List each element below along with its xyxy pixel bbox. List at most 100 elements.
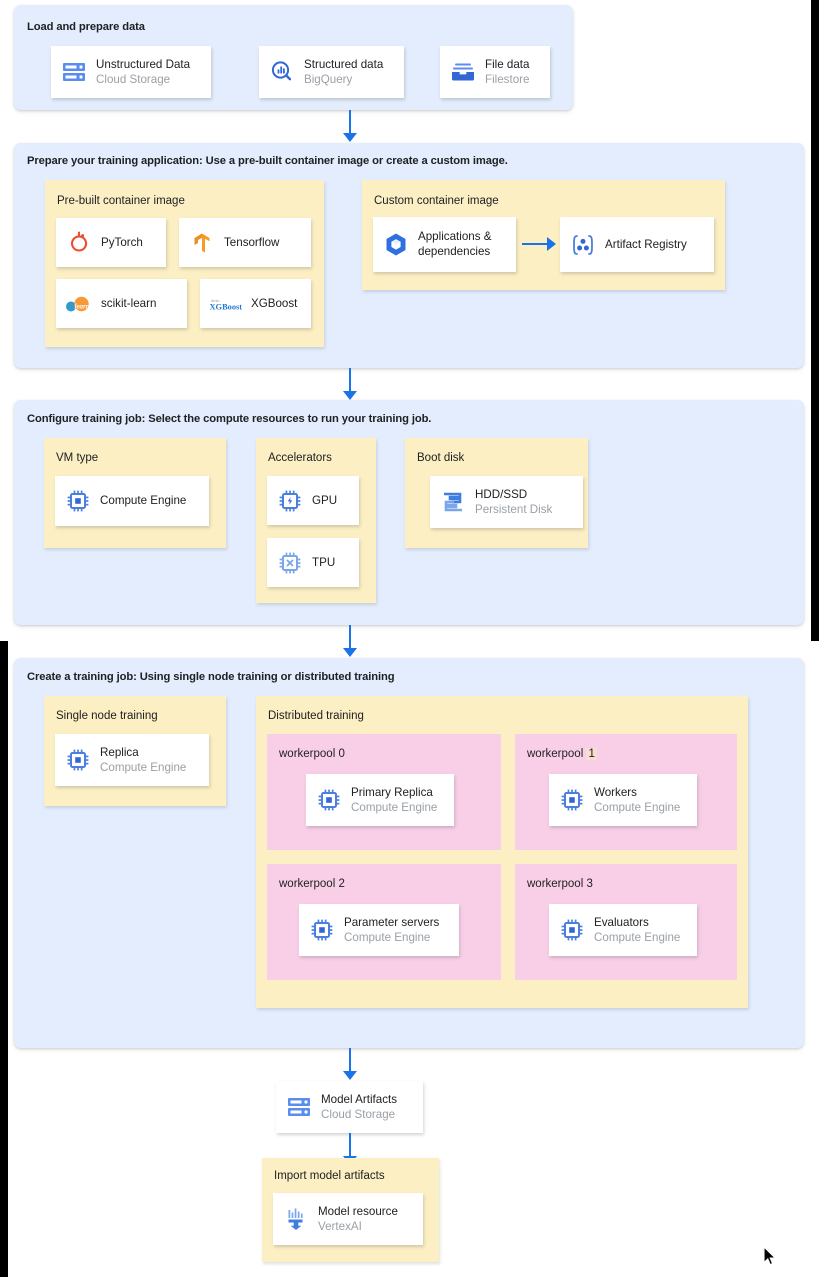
card-text: Model Artifacts Cloud Storage xyxy=(316,1093,401,1122)
cpu-chip-icon xyxy=(61,476,95,526)
pool-label-index: 2 xyxy=(338,878,345,890)
card-text: Primary Replica Compute Engine xyxy=(346,786,441,815)
card-title: Model resource xyxy=(318,1204,398,1218)
xgboost-icon: dmlc XGBoost xyxy=(206,279,246,328)
cpu-chip-icon xyxy=(61,734,95,786)
cpu-chip-icon xyxy=(305,904,339,956)
card-text: PyTorch xyxy=(96,236,147,250)
card-structured-data[interactable]: Structured data BigQuery xyxy=(259,46,404,98)
card-model-artifacts[interactable]: Model Artifacts Cloud Storage xyxy=(276,1081,423,1133)
card-text: Unstructured Data Cloud Storage xyxy=(91,58,194,87)
pool-workerpool-1: workerpool 1 xyxy=(515,734,737,850)
card-subtitle: Compute Engine xyxy=(594,930,681,944)
card-parameter-servers[interactable]: Parameter servers Compute Engine xyxy=(299,904,471,968)
card-evaluators[interactable]: Evaluators Compute Engine xyxy=(549,904,709,968)
group-title-boot-disk: Boot disk xyxy=(417,452,465,464)
card-title: Replica xyxy=(100,745,139,759)
card-text: Structured data BigQuery xyxy=(299,58,387,87)
stage-title-load: Load and prepare data xyxy=(27,21,145,33)
cloud-storage-icon xyxy=(282,1081,316,1133)
pytorch-icon xyxy=(62,218,96,267)
card-title: File data xyxy=(485,57,530,71)
card-pytorch[interactable]: PyTorch xyxy=(56,218,166,267)
card-subtitle: Compute Engine xyxy=(594,800,681,814)
vertex-ai-icon xyxy=(279,1193,313,1245)
cpu-chip-icon xyxy=(555,774,589,826)
svg-text:learn: learn xyxy=(75,302,90,310)
card-unstructured-data[interactable]: Unstructured Data Cloud Storage xyxy=(51,46,211,98)
card-subtitle: Persistent Disk xyxy=(475,502,553,516)
card-text: TPU xyxy=(307,556,339,570)
pool-label-prefix: workerpool xyxy=(527,748,584,760)
card-applications-dependencies[interactable]: Applications & dependencies xyxy=(373,217,516,272)
group-import-model-artifacts: Import model artifacts Model resource Ve… xyxy=(262,1158,439,1262)
card-artifact-registry[interactable]: Artifact Registry xyxy=(560,217,714,272)
card-title: Parameter servers xyxy=(344,915,440,929)
group-title-single-node: Single node training xyxy=(56,710,158,722)
card-replica[interactable]: Replica Compute Engine xyxy=(55,734,209,786)
card-title: Applications & dependencies xyxy=(418,230,492,258)
cpu-chip-icon xyxy=(312,774,346,826)
card-title: Evaluators xyxy=(594,915,649,929)
card-text: Tensorflow xyxy=(219,236,283,250)
card-title: XGBoost xyxy=(251,296,298,310)
tpu-chip-icon xyxy=(273,538,307,587)
card-text: Model resource VertexAI xyxy=(313,1205,402,1234)
card-text: File data Filestore xyxy=(480,58,533,87)
card-subtitle: BigQuery xyxy=(304,72,353,86)
arrow-configure-to-create xyxy=(342,625,358,658)
card-title: Model Artifacts xyxy=(321,1092,398,1106)
pool-title-workerpool-2: workerpool 2 xyxy=(279,878,345,890)
card-title: Structured data xyxy=(304,57,384,71)
artifact-registry-icon xyxy=(566,217,600,272)
pool-workerpool-3: workerpool 3 xyxy=(515,864,737,980)
group-boot-disk: Boot disk HDD/SSD Persistent Disk xyxy=(405,438,588,548)
card-text: Workers Compute Engine xyxy=(589,786,684,815)
card-subtitle: Compute Engine xyxy=(100,760,187,774)
card-title: Workers xyxy=(594,785,637,799)
svg-text:dmlc: dmlc xyxy=(211,298,219,303)
card-title: Tensorflow xyxy=(224,235,280,249)
stage-title-prepare: Prepare your training application: Use a… xyxy=(27,155,508,167)
cpu-chip-icon xyxy=(555,904,589,956)
card-title: Primary Replica xyxy=(351,785,433,799)
card-gpu[interactable]: GPU xyxy=(267,476,359,525)
mouse-pointer-icon xyxy=(763,1246,779,1268)
card-title: HDD/SSD xyxy=(475,487,528,501)
card-hdd-ssd[interactable]: HDD/SSD Persistent Disk xyxy=(430,476,583,528)
pool-title-workerpool-0: workerpool 0 xyxy=(279,748,345,760)
stage-load-and-prepare-data: Load and prepare data Unstructured Data … xyxy=(14,5,573,110)
group-custom-container-image: Custom container image Applications & de… xyxy=(362,180,725,290)
group-title-distributed: Distributed training xyxy=(268,710,364,722)
card-compute-engine-vm[interactable]: Compute Engine xyxy=(55,476,209,526)
arrow-prepare-to-configure xyxy=(342,368,358,401)
card-text: Evaluators Compute Engine xyxy=(589,916,684,945)
group-title-accelerators: Accelerators xyxy=(268,452,332,464)
group-single-node-training: Single node training R xyxy=(44,696,226,806)
card-model-resource[interactable]: Model resource VertexAI xyxy=(273,1193,423,1245)
group-prebuilt-container-image: Pre-built container image PyTorch xyxy=(45,180,324,347)
card-workers[interactable]: Workers Compute Engine xyxy=(549,774,709,838)
card-title: Unstructured Data xyxy=(96,57,191,71)
pool-workerpool-0: workerpool 0 xyxy=(267,734,501,850)
card-primary-replica[interactable]: Primary Replica Compute Engine xyxy=(306,774,466,838)
arrow-applications-to-registry xyxy=(522,237,556,251)
card-scikit-learn[interactable]: learn scikit-learn xyxy=(56,279,187,328)
left-edge-bar xyxy=(0,641,8,1277)
stage-create-training-job: Create a training job: Using single node… xyxy=(14,658,804,1048)
card-text: Artifact Registry xyxy=(600,238,691,252)
card-tensorflow[interactable]: Tensorflow xyxy=(179,218,311,267)
stage-title-configure: Configure training job: Select the compu… xyxy=(27,413,432,425)
card-xgboost[interactable]: dmlc XGBoost XGBoost xyxy=(200,279,311,328)
pool-workerpool-2: workerpool 2 xyxy=(267,864,501,980)
svg-text:XGBoost: XGBoost xyxy=(210,302,243,311)
card-text: XGBoost xyxy=(246,297,301,311)
tensorflow-icon xyxy=(185,218,219,267)
pool-label-index: 0 xyxy=(338,748,345,760)
card-tpu[interactable]: TPU xyxy=(267,538,359,587)
card-file-data[interactable]: File data Filestore xyxy=(440,46,550,98)
group-distributed-training: Distributed training workerpool 0 xyxy=(256,696,748,1008)
arrow-create-to-artifacts xyxy=(342,1048,358,1081)
card-text: Parameter servers Compute Engine xyxy=(339,916,443,945)
pool-title-workerpool-1: workerpool 1 xyxy=(527,748,597,760)
